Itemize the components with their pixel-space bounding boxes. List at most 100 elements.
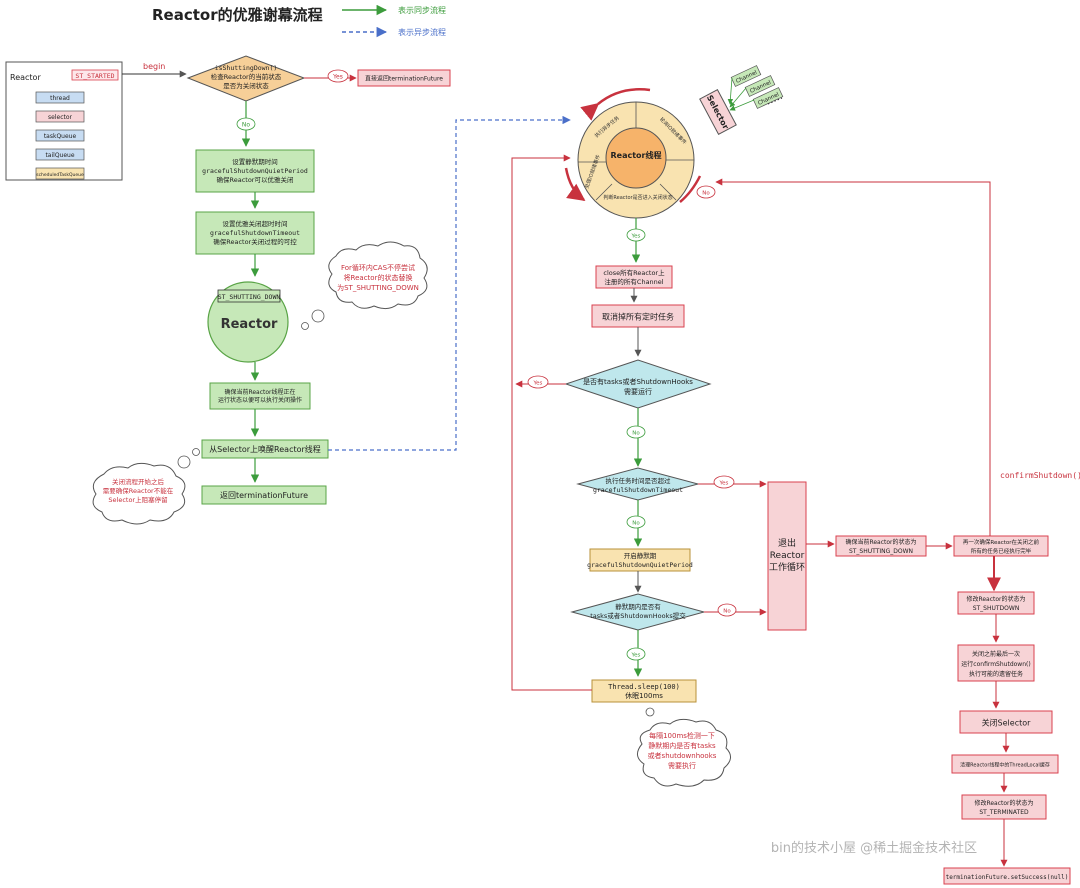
struct-field-label: taskQueue xyxy=(44,133,77,140)
shutdown-timeout-box xyxy=(195,211,315,255)
set-success-label: terminationFuture.setSuccess(null) xyxy=(946,874,1069,881)
begin-label: begin xyxy=(143,62,165,71)
wakeup-bubble-1 xyxy=(177,455,191,469)
channel-link xyxy=(729,87,747,108)
wakeup-note-cloud xyxy=(92,462,186,525)
check-line: 是否为关闭状态 xyxy=(223,81,269,90)
struct-field-box xyxy=(35,91,85,104)
has-tasks-no-label: No xyxy=(632,431,640,437)
wheel-center-label: Reactor线程 xyxy=(611,150,662,160)
sleep-note-cloud xyxy=(637,718,731,787)
clean-threadlocal-box xyxy=(951,754,1059,774)
quiet-line: gracefulShutdownQuietPeriod xyxy=(202,167,308,175)
sleep-box xyxy=(591,679,697,703)
exit-reactor-box xyxy=(767,481,807,631)
return-termination-future-box xyxy=(357,69,451,87)
yes-badge-1 xyxy=(327,69,349,83)
confirm-again-box xyxy=(953,535,1049,557)
last-confirm-line: 运行confirmShutdown() xyxy=(961,660,1030,668)
wakeup-label: 从Selector上唤醒Reactor线程 xyxy=(209,444,321,454)
has-tasks-yes-label: Yes xyxy=(533,381,543,387)
last-confirm-line: 执行可能的遗留任务 xyxy=(969,670,1023,678)
in-quiet-no-label: No xyxy=(723,609,731,615)
reactor-struct-label: Reactor xyxy=(10,73,41,82)
return-future-box xyxy=(201,485,327,505)
channel-link xyxy=(727,77,734,105)
has-tasks-line: 需要运行 xyxy=(624,387,652,396)
struct-state-label: ST_STARTED xyxy=(75,72,114,80)
reactor-state-label: ST_SHUTTING_DOWN xyxy=(218,293,281,301)
wheel-arc-right xyxy=(679,175,702,203)
wakeup-note-line: 需要确保Reactor不能在 xyxy=(103,486,174,495)
ensure-line: 确保当前Reactor线程正在 xyxy=(224,388,295,396)
legend-async-label: 表示异步流程 xyxy=(398,27,446,37)
has-tasks-yes-badge xyxy=(527,375,549,389)
return-future-label: 返回terminationFuture xyxy=(220,491,308,500)
cas-note-line: For循环内CAS不停尝试 xyxy=(341,263,415,272)
exit-line: Reactor xyxy=(770,551,805,561)
exceed-yes-badge xyxy=(713,475,735,489)
sleep-line: Thread.sleep(100) xyxy=(608,683,680,691)
cancel-tasks-label: 取消掉所有定时任务 xyxy=(602,312,674,322)
wheel-spoke-4 xyxy=(595,183,613,201)
start-quiet-box xyxy=(589,548,691,572)
confirm-loop-line xyxy=(715,178,991,536)
struct-field-label: tailQueue xyxy=(45,152,74,159)
wakeup-bubble-2 xyxy=(192,448,200,456)
in-quiet-line: 静默期内是否有 xyxy=(615,602,661,611)
cas-note-line: 将Reactor的状态替换 xyxy=(344,273,413,282)
wheel-sector-4: 判断Reactor是否进入关闭状态 xyxy=(603,194,672,201)
quiet-period-box xyxy=(195,149,315,193)
sleep-note-line: 每隔100ms检测一下 xyxy=(649,731,715,740)
last-confirm-line: 关闭之前最后一次 xyxy=(972,650,1020,658)
exit-line: 工作循环 xyxy=(769,561,805,573)
check-line: 检查Reactor的当前状态 xyxy=(211,72,282,81)
confirm-shutdown-label: confirmShutdown() xyxy=(1000,471,1080,480)
legend-sync-label: 表示同步流程 xyxy=(398,5,446,15)
has-tasks-no-badge xyxy=(626,425,646,439)
struct-field-label: selector xyxy=(48,114,72,121)
quiet-line: 设置静默期时间 xyxy=(232,157,278,166)
cas-note-cloud xyxy=(328,241,428,310)
async-wakeup-line xyxy=(328,115,571,451)
yes-result-label: 直接返回terminationFuture xyxy=(365,75,443,83)
has-tasks-line: 是否有tasks或者ShutdownHooks xyxy=(583,377,693,386)
wheel-arc-left xyxy=(564,167,586,202)
set-terminated-line: ST_TERMINATED xyxy=(979,809,1029,816)
set-terminated-line: 修改Reactor的状态为 xyxy=(974,799,1033,807)
start-quiet-line: 开启静默期 xyxy=(624,551,657,560)
in-quiet-yes-label: Yes xyxy=(631,653,641,659)
set-shutdown-line: ST_SHUTDOWN xyxy=(973,605,1020,612)
ensure-state-line: 确保当前Reactor的状态为 xyxy=(845,538,916,546)
reactor-state-box xyxy=(217,289,281,303)
wheel-no-label: No xyxy=(702,191,710,197)
in-quiet-line: tasks或者ShutdownHooks提交 xyxy=(590,611,686,620)
close-selector-label: 关闭Selector xyxy=(982,718,1032,728)
yes-label-1: Yes xyxy=(332,74,343,81)
struct-field-label: scheduledTaskQueue xyxy=(36,172,84,178)
wakeup-box xyxy=(201,439,329,459)
timeout-line: 确保Reactor关闭过程的可控 xyxy=(213,237,297,246)
channel-more-dots xyxy=(767,97,783,105)
confirm-again-line: 所有的任务已经执行完毕 xyxy=(971,547,1032,555)
timeout-line: 设置优雅关闭超时时间 xyxy=(223,219,288,228)
cas-bubble-2 xyxy=(301,322,309,330)
sleep-note-line: 需要执行 xyxy=(668,761,696,770)
wheel-arc-top xyxy=(580,88,651,121)
quiet-line: 确保Reactor可以优雅关闭 xyxy=(217,175,294,184)
exit-line: 退出 xyxy=(778,537,796,549)
exceed-yes-label: Yes xyxy=(719,481,729,487)
channel-link xyxy=(729,99,755,111)
sleep-loop-line xyxy=(511,154,592,691)
wakeup-note-line: 关闭流程开始之后 xyxy=(112,477,165,486)
sleep-note-line: 或者shutdownhooks xyxy=(648,751,717,760)
sleep-line: 休眠100ms xyxy=(625,691,663,700)
no-badge-1 xyxy=(236,117,256,131)
cas-bubble-1 xyxy=(311,309,325,323)
check-line: isShuttingDown() xyxy=(215,64,278,72)
set-terminated-box xyxy=(961,794,1047,820)
close-line: close所有Reactor上 xyxy=(603,268,665,277)
wheel-no-badge xyxy=(696,185,716,199)
diagram-title: Reactor的优雅谢幕流程 xyxy=(152,6,323,24)
